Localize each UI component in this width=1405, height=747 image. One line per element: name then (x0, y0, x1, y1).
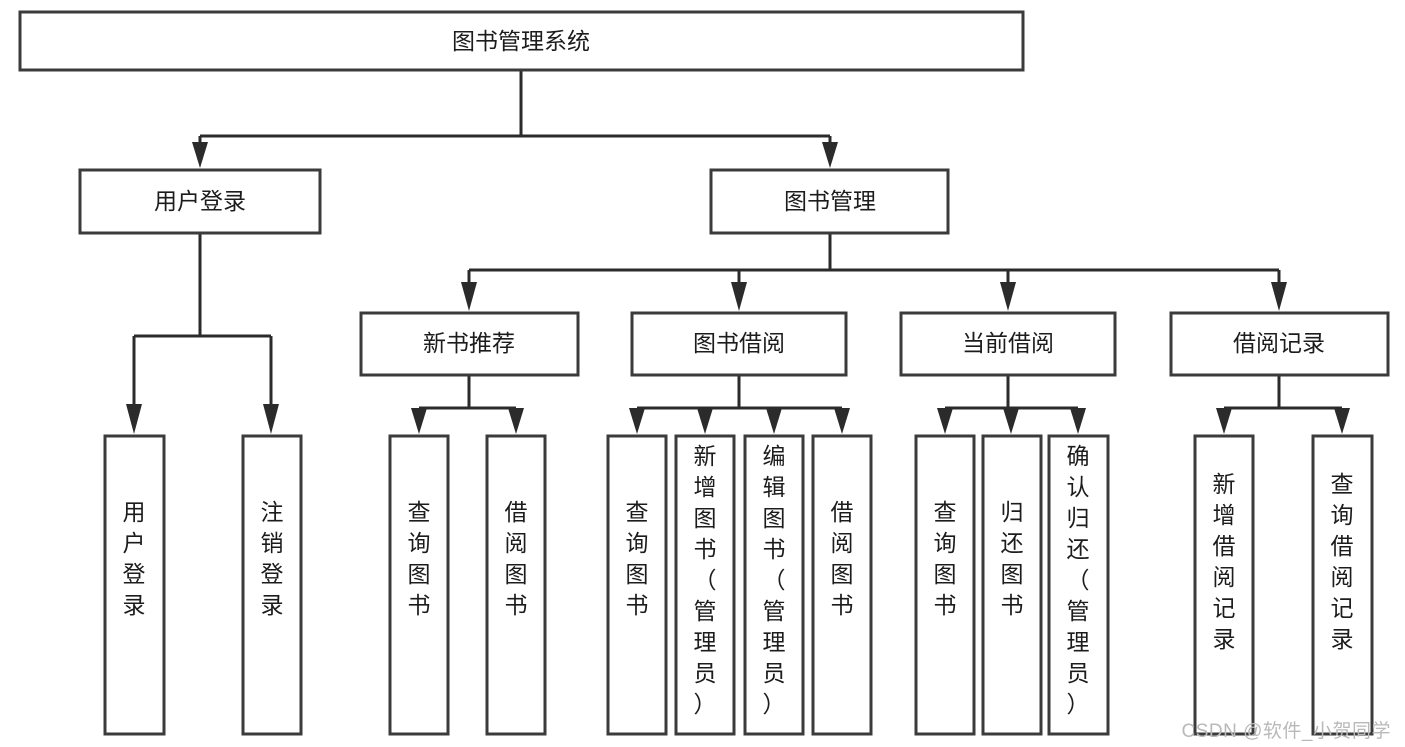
node-label-leaf-borrow-book-1: 借阅图书 (505, 499, 528, 618)
node-label-leaf-edit-book: 编辑图书（管理员） (763, 443, 786, 717)
node-label-leaf-user-login: 用户登录 (123, 499, 146, 618)
node-leaf-user-login[interactable]: 用户登录 (103, 434, 166, 736)
arrow-head-icon (629, 408, 645, 434)
node-leaf-logout[interactable]: 注销登录 (241, 434, 303, 736)
node-box-leaf-query-book-2[interactable] (606, 434, 668, 736)
node-new-book-recommend[interactable]: 新书推荐 (359, 311, 580, 377)
node-label-leaf-query-book-3: 查询图书 (934, 499, 957, 618)
arrow-head-icon (411, 408, 427, 434)
node-box-borrow-record[interactable] (1169, 311, 1390, 377)
node-label-book-borrow: 图书借阅 (693, 330, 785, 356)
node-leaf-edit-book[interactable]: 编辑图书（管理员） (743, 434, 805, 736)
node-leaf-query-record[interactable]: 查询借阅记录 (1311, 434, 1374, 736)
arrow-head-icon (1271, 282, 1287, 311)
node-box-leaf-confirm-return[interactable] (1047, 434, 1110, 736)
node-root-system[interactable]: 图书管理系统 (18, 10, 1025, 72)
node-box-leaf-user-login[interactable] (103, 434, 166, 736)
node-label-leaf-add-record: 新增借阅记录 (1213, 471, 1236, 652)
arrow-head-icon (731, 282, 747, 311)
node-label-current-borrow: 当前借阅 (962, 330, 1054, 356)
node-leaf-query-book-1[interactable]: 查询图书 (388, 434, 450, 736)
node-box-leaf-return-book[interactable] (981, 434, 1043, 736)
node-borrow-record[interactable]: 借阅记录 (1169, 311, 1390, 377)
node-leaf-add-record[interactable]: 新增借阅记录 (1193, 434, 1255, 736)
arrow-head-icon (263, 404, 279, 434)
node-label-root: 图书管理系统 (452, 28, 590, 54)
arrow-head-icon (1216, 408, 1232, 434)
arrow-head-icon (937, 408, 953, 434)
node-box-leaf-add-book[interactable] (674, 434, 736, 736)
node-leaf-return-book[interactable]: 归还图书 (981, 434, 1043, 736)
arrow-head-icon (461, 282, 477, 311)
arrow-head-icon (834, 408, 850, 434)
node-leaf-confirm-return[interactable]: 确认归还（管理员） (1047, 434, 1110, 736)
node-box-user-login[interactable] (78, 168, 322, 235)
node-label-leaf-query-book-1: 查询图书 (408, 499, 431, 618)
node-box-leaf-logout[interactable] (241, 434, 303, 736)
node-label-user-login: 用户登录 (154, 188, 246, 214)
node-label-leaf-confirm-return: 确认归还（管理员） (1067, 443, 1090, 717)
node-label-new-book-recommend: 新书推荐 (423, 330, 515, 356)
node-box-leaf-query-record[interactable] (1311, 434, 1374, 736)
node-box-new-book-recommend[interactable] (359, 311, 580, 377)
leaf-node-layer: 用户登录 注销登录 查询图书 借阅图书 查询图书 新增图书（管理员） (103, 434, 1374, 736)
node-box-leaf-query-book-1[interactable] (388, 434, 450, 736)
arrow-head-icon (1070, 408, 1086, 434)
arrow-head-icon (126, 404, 142, 434)
node-label-book-management: 图书管理 (784, 188, 876, 214)
node-label-leaf-return-book: 归还图书 (1001, 499, 1024, 618)
arrow-head-icon (1334, 408, 1350, 434)
node-leaf-query-book-2[interactable]: 查询图书 (606, 434, 668, 736)
node-book-borrow[interactable]: 图书借阅 (630, 311, 848, 377)
arrow-head-icon (822, 142, 838, 168)
arrow-head-icon (766, 408, 782, 434)
node-label-leaf-add-book: 新增图书（管理员） (694, 443, 717, 717)
node-label-leaf-borrow-book-2: 借阅图书 (831, 499, 854, 618)
node-label-leaf-query-book-2: 查询图书 (626, 499, 649, 618)
node-box-root[interactable] (18, 10, 1025, 72)
arrow-head-icon (1000, 282, 1016, 311)
node-box-leaf-edit-book[interactable] (743, 434, 805, 736)
node-label-borrow-record: 借阅记录 (1233, 330, 1325, 356)
node-current-borrow[interactable]: 当前借阅 (899, 311, 1117, 377)
node-box-book-management[interactable] (709, 168, 950, 235)
node-box-book-borrow[interactable] (630, 311, 848, 377)
node-label-leaf-query-record: 查询借阅记录 (1331, 471, 1354, 652)
node-label-leaf-logout: 注销登录 (261, 499, 284, 618)
arrow-head-icon (508, 408, 524, 434)
node-box-leaf-query-book-3[interactable] (914, 434, 976, 736)
node-box-leaf-add-record[interactable] (1193, 434, 1255, 736)
arrow-head-icon (697, 408, 713, 434)
node-box-current-borrow[interactable] (899, 311, 1117, 377)
node-leaf-query-book-3[interactable]: 查询图书 (914, 434, 976, 736)
arrow-head-icon (1003, 408, 1019, 434)
node-box-leaf-borrow-book-1[interactable] (485, 434, 547, 736)
node-leaf-borrow-book-2[interactable]: 借阅图书 (811, 434, 873, 736)
node-leaf-borrow-book-1[interactable]: 借阅图书 (485, 434, 547, 736)
node-leaf-add-book[interactable]: 新增图书（管理员） (674, 434, 736, 736)
node-book-management[interactable]: 图书管理 (709, 168, 950, 235)
arrow-head-icon (192, 142, 208, 168)
node-box-leaf-borrow-book-2[interactable] (811, 434, 873, 736)
node-user-login[interactable]: 用户登录 (78, 168, 322, 235)
connector-layer (126, 70, 1350, 434)
